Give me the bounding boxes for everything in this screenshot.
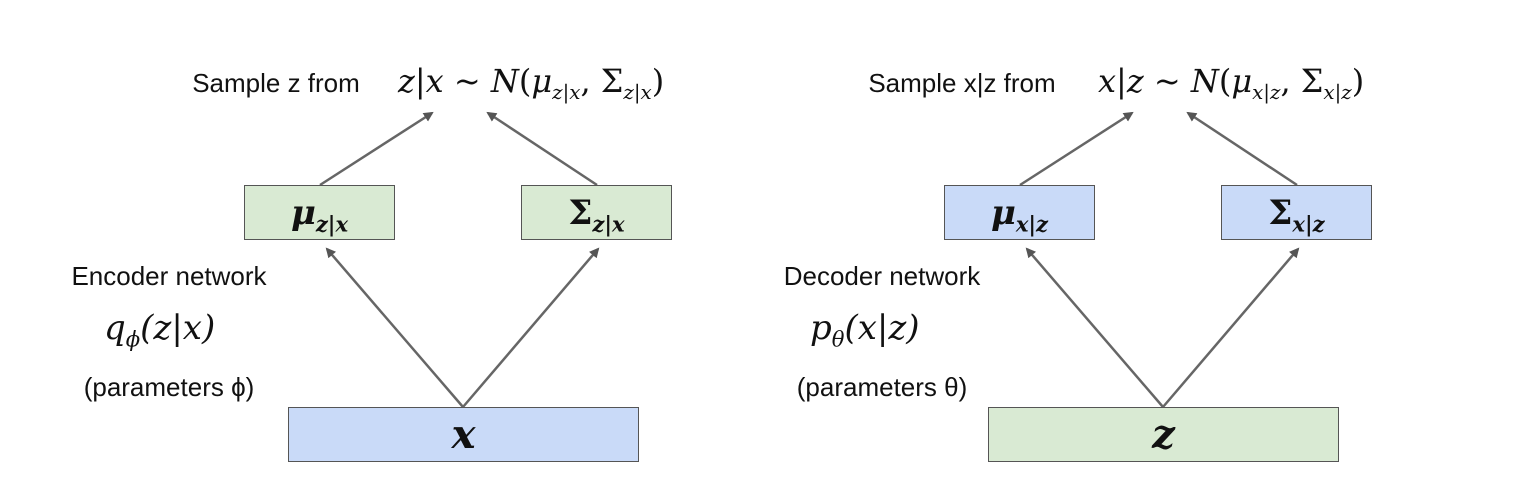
encoder-cov-box: Σz|x	[521, 185, 672, 240]
decoder-sample-formula: x|z ~ N(μx|z, Σx|z)	[1098, 62, 1365, 104]
decoder-arrow-input-to-mean	[1025, 247, 1164, 408]
decoder-mean-box: μx|z	[944, 185, 1095, 240]
decoder-arrow-mean-to-sample	[1019, 111, 1134, 187]
encoder-mean-symbol: μ	[290, 192, 316, 233]
decoder-input-box: z	[988, 407, 1339, 462]
decoder-mean-subscript: x|z	[1015, 210, 1049, 236]
encoder-mean-box: μz|x	[244, 185, 395, 240]
encoder-arrow-cov-to-sample	[486, 111, 598, 187]
decoder-arrow-cov-to-sample	[1186, 111, 1298, 187]
decoder-sample-label: Sample x|z from	[868, 68, 1056, 98]
encoder-cov-subscript: z|x	[592, 210, 625, 236]
encoder-input-box: x	[288, 407, 639, 462]
decoder-mean-symbol: μ	[990, 192, 1016, 233]
encoder-arrow-mean-to-sample	[319, 111, 434, 187]
encoder-mean-subscript: z|x	[315, 210, 349, 236]
encoder-params-label: (parameters ϕ)	[83, 372, 255, 402]
decoder-network-formula: pθ(x|z)	[810, 308, 920, 352]
decoder-cov-subscript: x|z	[1292, 210, 1325, 236]
decoder-input-label: z	[1152, 411, 1175, 458]
decoder-cov-symbol: Σ	[1268, 192, 1293, 233]
encoder-sample-label: Sample z from	[192, 68, 360, 98]
encoder-network-formula: qϕ(z|x)	[104, 308, 216, 352]
encoder-arrow-input-to-cov	[462, 247, 600, 408]
encoder-sample-formula: z|x ~ N(μz|x, Σz|x)	[398, 62, 665, 104]
encoder-input-label: x	[451, 411, 476, 458]
encoder-arrow-input-to-mean	[325, 247, 464, 408]
encoder-cov-symbol: Σ	[568, 192, 593, 233]
decoder-arrow-input-to-cov	[1162, 247, 1300, 408]
encoder-network-label: Encoder network	[71, 261, 267, 291]
decoder-cov-box: Σx|z	[1221, 185, 1372, 240]
decoder-params-label: (parameters θ)	[796, 372, 968, 402]
decoder-network-label: Decoder network	[783, 261, 981, 291]
